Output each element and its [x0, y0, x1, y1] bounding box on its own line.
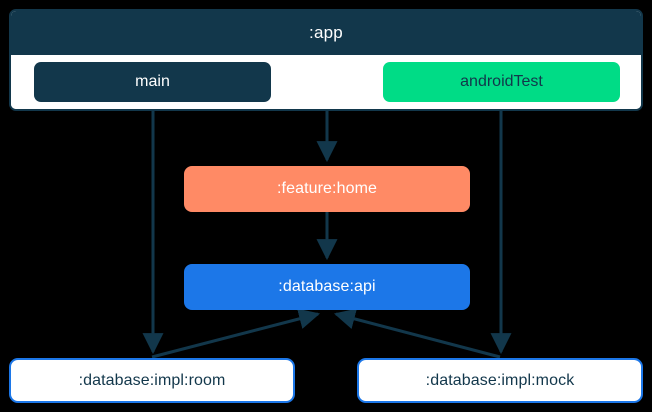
app-module-container[interactable]: :app main androidTest [9, 9, 643, 111]
node-database-api-label: :database:api [278, 278, 376, 295]
edge-database-impl-room-to-database-api [151, 308, 321, 359]
source-set-main-label: main [135, 73, 170, 90]
node-database-impl-room-label: :database:impl:room [78, 371, 226, 389]
node-feature-home[interactable]: :feature:home [184, 166, 470, 212]
node-database-impl-mock-label: :database:impl:mock [425, 371, 575, 389]
edge-database-impl-mock-to-database-api [333, 308, 501, 359]
source-set-main[interactable]: main [34, 62, 271, 102]
node-database-api[interactable]: :database:api [184, 264, 470, 310]
source-set-androidtest[interactable]: androidTest [383, 62, 620, 102]
node-database-impl-room[interactable]: :database:impl:room [9, 358, 295, 403]
app-module-body: main androidTest [11, 55, 641, 109]
app-module-title: :app [309, 23, 343, 42]
app-module-title-bar: :app [11, 11, 641, 55]
node-database-impl-mock[interactable]: :database:impl:mock [357, 358, 643, 403]
node-feature-home-label: :feature:home [276, 180, 378, 197]
source-set-androidtest-label: androidTest [460, 73, 543, 90]
